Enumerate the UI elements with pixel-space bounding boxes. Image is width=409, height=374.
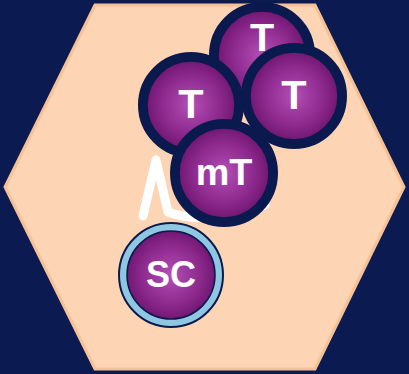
cell-ring [119, 223, 223, 327]
cell-circle: mT [170, 119, 278, 227]
niche-hexagon [5, 5, 404, 369]
cell-label: T [209, 18, 315, 58]
cell-circle: SC [118, 222, 224, 328]
cell-ring [171, 120, 277, 226]
cell-label: SC [118, 257, 224, 293]
cell-label: T [241, 75, 347, 116]
cell-label: mT [170, 154, 278, 192]
cell-label: T [138, 84, 244, 125]
